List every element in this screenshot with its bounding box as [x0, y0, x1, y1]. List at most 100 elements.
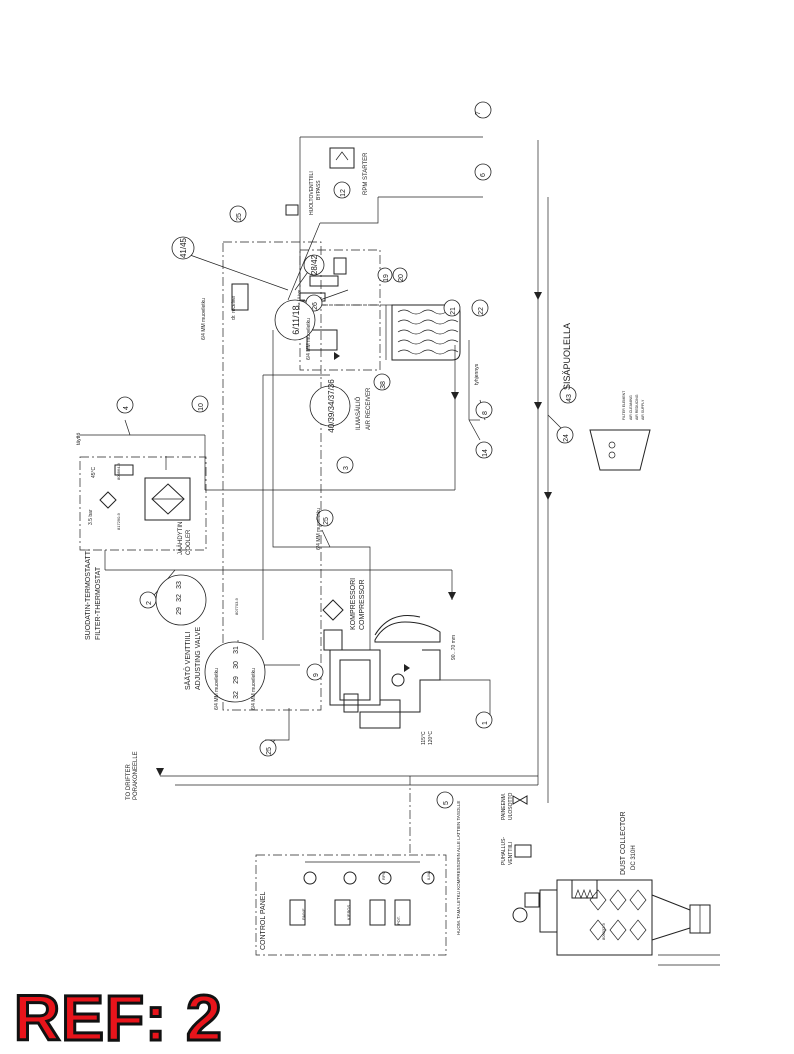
flow-arrows	[156, 292, 552, 776]
label-cooler: COOLER	[186, 529, 192, 555]
node-8: 8	[482, 411, 489, 415]
node-19: 19	[383, 274, 390, 282]
label-ulosotto: ULOSOTTO	[508, 792, 514, 820]
node-7: 7	[475, 111, 482, 115]
node-30: 30	[233, 661, 240, 669]
label-air-s: AIR SUPPLY	[641, 399, 645, 420]
label-rpm-starter: RPM STARTER	[363, 152, 369, 195]
label-to-drifter: TO DRIFTER	[126, 763, 132, 800]
main-lines	[80, 136, 549, 855]
label-dust-collector: DUST COLLECTOR	[620, 811, 627, 875]
node-29: 29	[176, 607, 183, 615]
label-hose-2: 6/4 MM muoviletku	[316, 508, 322, 550]
label-temp-gauge: 115°C	[421, 731, 427, 745]
label-paineenm: PAINEENM.	[501, 793, 507, 820]
label-sisapuolella: SISÄPUOLELLA	[562, 323, 572, 390]
label-hose-4: 6/4 MM muoviletku	[251, 668, 257, 710]
node-24: 24	[563, 434, 570, 442]
node-41-45: 41/45	[179, 237, 188, 258]
label-part-806032: 806032-9	[601, 922, 606, 940]
filter-reference	[589, 429, 651, 471]
node-9: 9	[313, 673, 320, 677]
node-5: 5	[443, 801, 450, 805]
label-hose-5: 6/4 MM muoviletku	[306, 318, 312, 360]
label-adjusting: ADJUSTING VALVE	[195, 627, 202, 690]
node-6: 6	[480, 173, 487, 177]
node-38: 38	[380, 381, 387, 389]
node-4: 4	[123, 406, 130, 410]
node-32: 32	[176, 594, 183, 602]
label-part-806864: 806864-9	[116, 462, 121, 480]
node-1: 1	[482, 721, 489, 725]
label-45c: 45°C	[91, 466, 97, 478]
label-air-c: AIR CLEANING	[629, 395, 633, 420]
node-25a: 25	[236, 213, 243, 221]
item-balloons	[116, 101, 577, 809]
label-kierros: KIEROS	[346, 905, 351, 920]
label-dr-receiver: dr. receiver	[231, 295, 237, 320]
node-14: 14	[482, 449, 489, 457]
module-boundary	[222, 241, 322, 711]
dust-collector	[512, 879, 720, 966]
label-temp-gauge-2: 120°C	[428, 731, 434, 745]
node-20: 20	[398, 274, 405, 282]
label-tyhjennys: tyhjennys	[474, 363, 480, 385]
label-hose-3: 6/4 MM muoviletku	[214, 668, 220, 710]
node-air: 40/39/34/37/36	[327, 379, 336, 433]
label-huoltoventtiili: HUOLTOVENTTIILI	[309, 171, 315, 215]
label-jaahdytin: JÄÄHDYTIN	[177, 522, 184, 555]
label-porakoneelle: PORAKONEELLE	[133, 751, 139, 800]
node-22: 22	[478, 307, 485, 315]
valve-block-top	[231, 147, 355, 351]
label-dc-size: DC 310H	[631, 845, 637, 870]
label-ilmasailio: ILMASÄILIÖ	[355, 396, 362, 430]
cooler	[79, 456, 207, 551]
label-hose-note: HUOM. TAMA LETKU KOMPRESSORIN ALLE LATTI…	[456, 801, 461, 935]
label-part-817290: 817290-9	[116, 512, 121, 530]
label-hose-1: 6/4 MM muoviletku	[201, 298, 207, 340]
label-suodatin: SUODATIN-TERMOSTAATTI	[85, 549, 92, 640]
reference-label: REF: 2	[13, 982, 224, 1054]
node-29b: 29	[233, 676, 240, 684]
node-25c: 25	[266, 747, 273, 755]
label-saato: SÄÄTÖ VENTTIILI	[184, 632, 192, 690]
label-part-807703: 807703-9	[234, 597, 239, 615]
node-2: 2	[146, 601, 153, 605]
label-puhallus: PUHALLUS-	[501, 837, 507, 865]
node-12: 12	[340, 189, 347, 197]
node-25b: 25	[323, 517, 330, 525]
label-ilma: ILMA	[426, 870, 431, 880]
label-paine: PAINE	[301, 908, 306, 920]
node-3: 3	[343, 466, 350, 470]
label-compressor: COMPRESSOR	[359, 579, 366, 630]
label-kompressori: KOMPRESSORI	[350, 578, 357, 630]
compressor-assembly	[322, 599, 441, 729]
node-31: 31	[233, 646, 240, 654]
node-28-42: 28/42	[310, 254, 319, 275]
node-26: 26	[312, 302, 319, 310]
label-control-panel: CONTROL PANEL	[260, 892, 267, 950]
node-10: 10	[198, 403, 205, 411]
labels-rotated: 7 6 12 25 41/45 28/42 26 6/11/18 19 20 2…	[76, 111, 645, 950]
label-max-bar: max 10 bar	[296, 289, 301, 310]
label-air-receiver: AIR RECEIVER	[366, 387, 372, 430]
node-6-11-18: 6/11/18	[291, 305, 301, 334]
node-21: 21	[450, 307, 457, 315]
label-tayttö: täyttö	[76, 433, 82, 445]
label-filter-thermostat: FILTER-THERMOSTAT	[95, 566, 102, 640]
label-bypass: BYPASS	[316, 180, 322, 200]
label-rot: 90...70 mm	[451, 635, 457, 660]
label-3-5bar: 3.5 bar	[88, 509, 94, 525]
check-valve	[512, 795, 528, 805]
label-air-r: AIR REDUCING	[635, 394, 639, 420]
label-filter-ref: FILTER ELEMENT	[622, 390, 626, 420]
label-rpm: RPM	[381, 871, 386, 880]
label-pot: POT.	[396, 916, 401, 925]
node-43: 43	[566, 394, 573, 402]
node-32b: 32	[233, 691, 240, 699]
label-puhallus-2: VENTTIILI	[508, 842, 514, 865]
node-33: 33	[176, 581, 183, 589]
solenoid-valve	[514, 844, 532, 858]
control-panel	[255, 854, 447, 956]
